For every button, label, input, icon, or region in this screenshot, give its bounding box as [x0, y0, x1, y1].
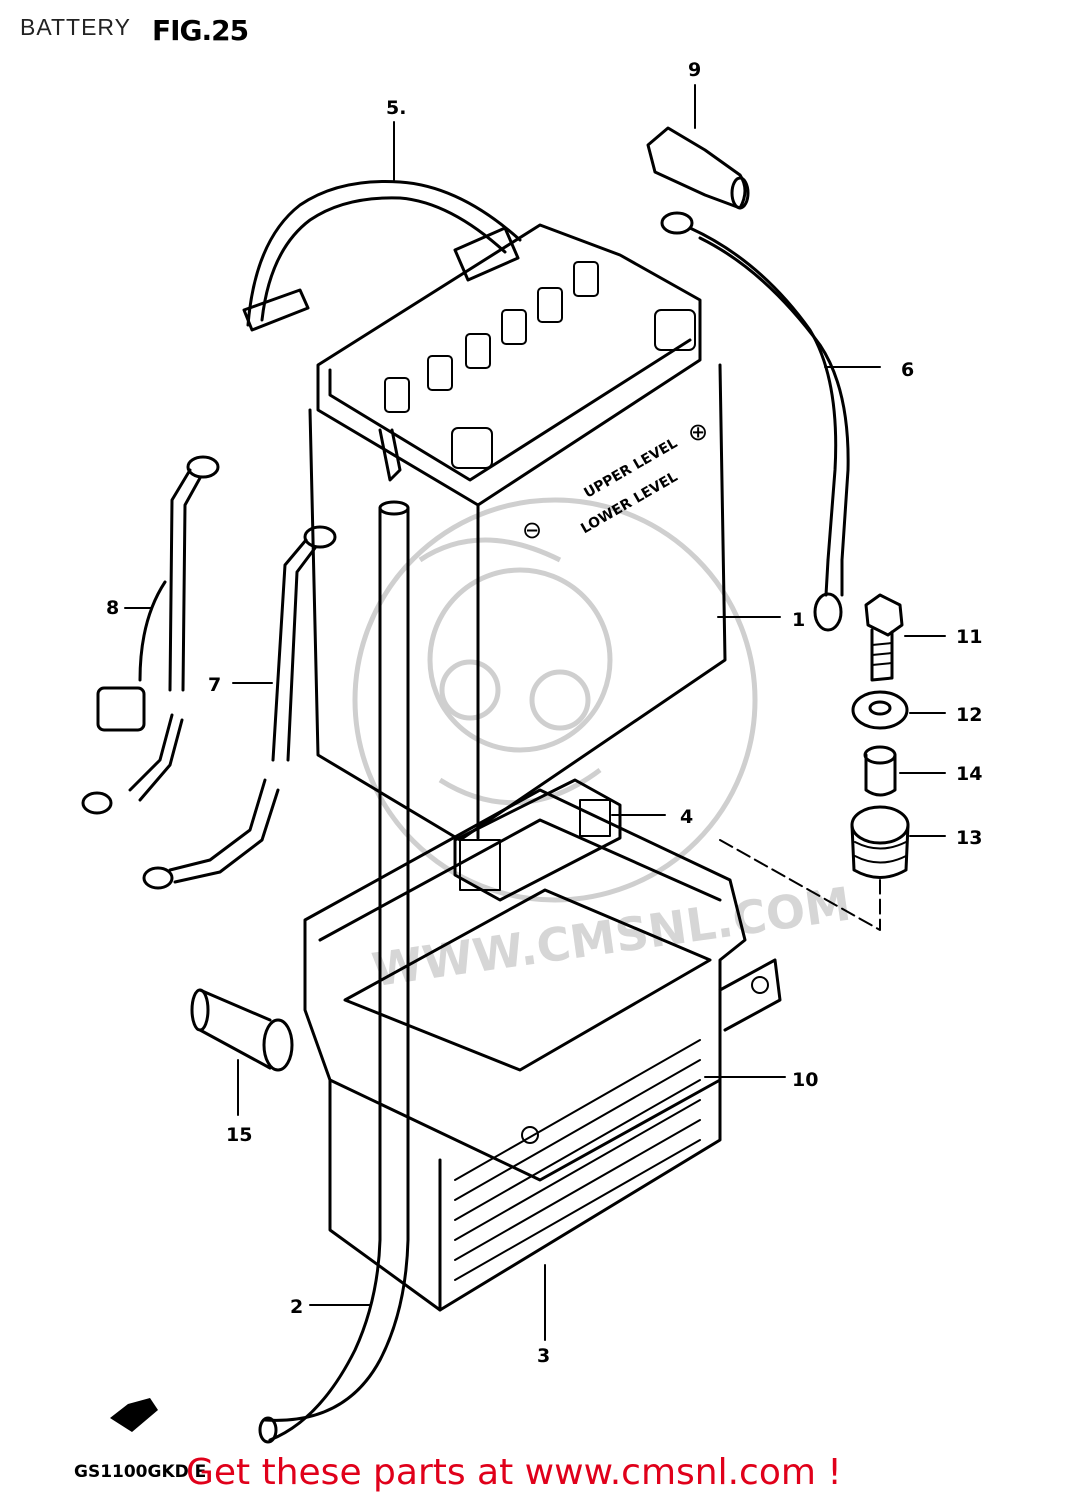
battery-holder-part-3[interactable]: [303, 788, 782, 1312]
collar-part-14[interactable]: [863, 745, 897, 797]
callout-7[interactable]: 7: [208, 674, 221, 696]
callout-13[interactable]: 13: [956, 827, 982, 849]
callout-15[interactable]: 15: [226, 1124, 252, 1146]
upper-level-mark: UPPER LEVEL: [581, 435, 680, 501]
callout-9[interactable]: 9: [688, 59, 701, 81]
front-arrow-icon: [110, 1398, 158, 1432]
minus-mark: ⊖: [522, 516, 542, 544]
footer-link[interactable]: Get these parts at www.cmsnl.com !: [186, 1452, 842, 1493]
washer-part-12[interactable]: [851, 690, 909, 730]
grommet-part-13[interactable]: [850, 805, 910, 879]
callout-4[interactable]: 4: [680, 806, 693, 828]
callout-6[interactable]: 6: [901, 359, 914, 381]
callout-2[interactable]: 2: [290, 1296, 303, 1318]
positive-lead-wire-part-6[interactable]: [660, 211, 850, 632]
figure-label: FIG.25: [152, 14, 249, 47]
callout-12[interactable]: 12: [956, 704, 982, 726]
cushion-part-15[interactable]: [190, 988, 294, 1072]
page-title: BATTERY: [20, 14, 131, 40]
callout-14[interactable]: 14: [956, 763, 982, 785]
watermark-text: WWW.CMSNL.COM: [369, 877, 854, 998]
leader-lines: [124, 84, 946, 1341]
bolt-part-11[interactable]: [864, 593, 904, 682]
model-code: GS1100GKD E: [74, 1462, 207, 1482]
callout-11[interactable]: 11: [956, 626, 982, 648]
breather-hose-part-2[interactable]: [258, 500, 410, 1444]
callout-10[interactable]: 10: [792, 1069, 818, 1091]
cell-caps-row: [384, 261, 599, 413]
callout-5[interactable]: 5.: [386, 97, 406, 119]
negative-terminal: [451, 427, 493, 469]
terminal-cover-part-9[interactable]: [646, 126, 750, 210]
positive-terminal: [654, 309, 696, 351]
callout-1[interactable]: 1: [792, 609, 805, 631]
battery-strap-part-5[interactable]: [242, 180, 522, 332]
plus-mark: ⊕: [688, 418, 708, 446]
callout-3[interactable]: 3: [537, 1345, 550, 1367]
negative-lead-wire-part-8[interactable]: [81, 455, 220, 815]
callout-8[interactable]: 8: [106, 597, 119, 619]
watermark-logo: WWW.CMSNL.COM: [352, 497, 854, 998]
ground-wire-part-7[interactable]: [142, 525, 337, 890]
